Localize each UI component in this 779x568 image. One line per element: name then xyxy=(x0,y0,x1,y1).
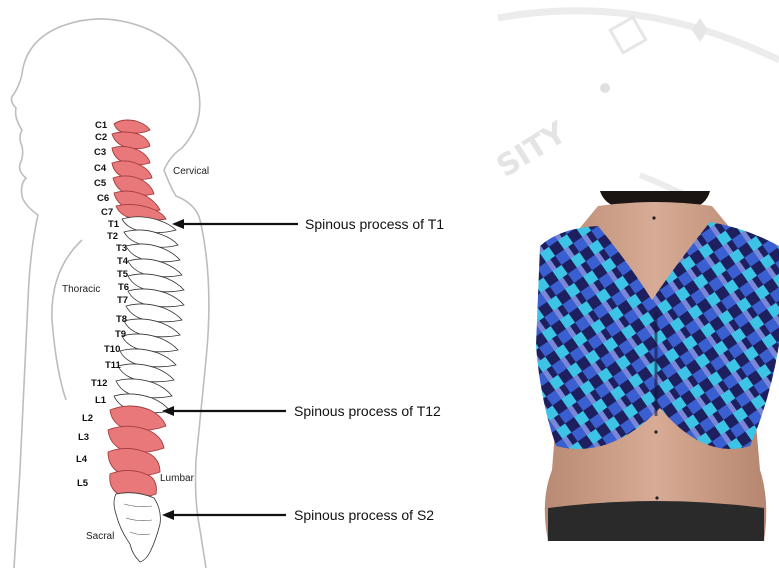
vertebra-c1 xyxy=(114,120,150,133)
arrowhead-icon xyxy=(162,510,174,520)
vertebra-label: C6 xyxy=(97,193,109,204)
vertebra-label: L1 xyxy=(95,395,107,406)
region-label-lumbar: Lumbar xyxy=(160,473,195,484)
mark-t12 xyxy=(654,430,657,433)
vertebra-l3 xyxy=(108,426,164,452)
back-photo xyxy=(536,191,779,541)
callout-t12: Spinous process of T12 xyxy=(162,403,441,419)
pants xyxy=(548,501,764,541)
vertebra-label: C4 xyxy=(94,163,107,174)
lumbar-vertebrae xyxy=(108,406,166,498)
cervical-vertebrae xyxy=(112,120,166,221)
region-label-thoracic: Thoracic xyxy=(62,284,100,295)
vertebra-label: T11 xyxy=(105,360,122,371)
vertebra-label: T6 xyxy=(118,282,129,293)
vertebra-label: T1 xyxy=(108,219,120,230)
vertebra-label: C5 xyxy=(94,178,107,189)
mark-s2 xyxy=(655,496,658,499)
watermark-text: SITY xyxy=(491,115,574,185)
vertebra-label: L3 xyxy=(78,432,89,443)
vertebra-label: T9 xyxy=(115,329,126,340)
arm-outline xyxy=(52,240,82,400)
vertebra-label: L5 xyxy=(77,478,89,489)
vertebra-label: C2 xyxy=(95,132,107,143)
callout-label-t12: Spinous process of T12 xyxy=(294,403,441,419)
mark-t1 xyxy=(652,216,655,219)
region-label-cervical: Cervical xyxy=(173,166,209,177)
vertebra-label: T3 xyxy=(116,243,127,254)
vertebra-label: C1 xyxy=(95,120,108,131)
watermark-dot xyxy=(600,83,610,93)
callout-label-t1: Spinous process of T1 xyxy=(305,216,444,232)
callout-label-s2: Spinous process of S2 xyxy=(294,507,434,523)
vertebra-label: L2 xyxy=(82,413,93,424)
vertebra-label: T12 xyxy=(91,378,107,389)
vertebra-label: T4 xyxy=(117,256,129,267)
watermark-emblem xyxy=(610,17,646,53)
vertebra-c2 xyxy=(112,132,150,149)
region-label-sacral: Sacral xyxy=(86,531,114,542)
vertebra-label: T2 xyxy=(107,231,118,242)
callout-s2: Spinous process of S2 xyxy=(162,507,434,523)
callout-t1: Spinous process of T1 xyxy=(172,216,444,232)
vertebra-label: L4 xyxy=(76,454,88,465)
sacrum xyxy=(114,493,160,562)
vertebra-label: C7 xyxy=(101,207,113,218)
vertebra-label: T5 xyxy=(117,269,129,280)
vertebra-label: C3 xyxy=(94,147,106,158)
spine xyxy=(108,120,184,562)
arrowhead-icon xyxy=(172,219,184,229)
body-silhouette xyxy=(11,19,208,568)
vertebra-label: T8 xyxy=(116,314,127,325)
vertebra-label: T7 xyxy=(117,295,128,306)
vertebra-label: T10 xyxy=(104,344,120,355)
